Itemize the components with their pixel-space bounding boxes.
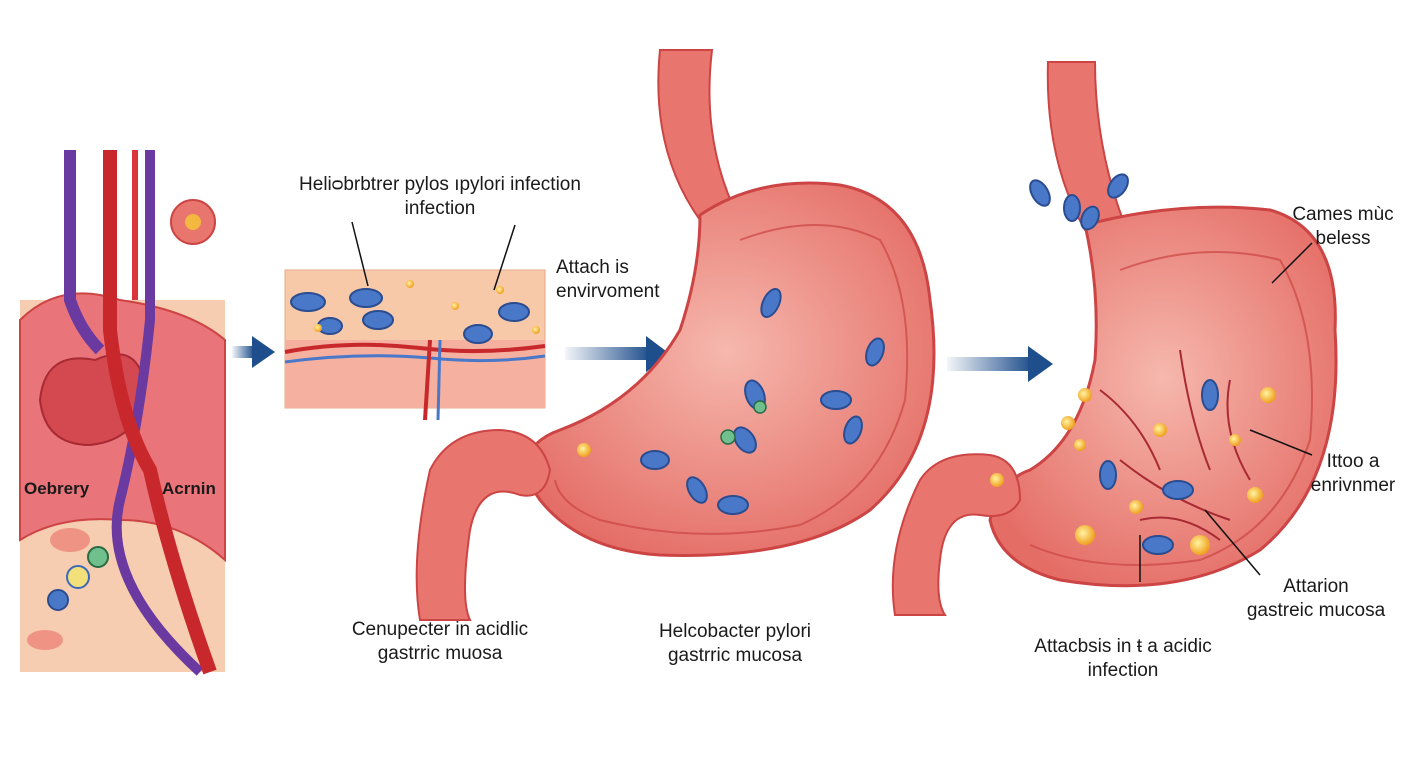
arrow-right-icon <box>947 346 1053 382</box>
bacterium-icon <box>760 287 782 319</box>
stomach-inner-lining <box>1029 251 1313 566</box>
inflammation-cell <box>1061 416 1075 430</box>
nutrient-dot <box>532 326 540 334</box>
bacterium-icon <box>1142 535 1174 555</box>
panel2-side-label: Attach is envirvoment <box>556 256 660 304</box>
panel3-caption-line1: Helcobacter pylori <box>658 621 812 642</box>
panel3-stomach <box>415 49 936 621</box>
bacterium-icon <box>865 337 885 367</box>
nutrient-dot <box>451 302 459 310</box>
purple-vessel <box>64 150 105 355</box>
bacterium-icon <box>498 302 530 322</box>
bacterium-icon <box>290 292 326 312</box>
bacterium-icon <box>1063 194 1081 222</box>
pointer-line <box>351 221 369 287</box>
panel2-title-line2: infection <box>404 198 476 219</box>
panel4-caption: Attacbsis in ŧ a acidic infection <box>1010 635 1236 683</box>
bacterium-icon <box>349 288 383 308</box>
bacterium-icon <box>843 415 863 445</box>
bacterium-icon <box>717 495 749 515</box>
red-vessel <box>103 150 217 675</box>
panel4-low-label: Attarion gastreic mucosa <box>1226 575 1406 623</box>
inflammation-cell <box>1075 525 1095 545</box>
panel4-mid-line1: Ittoo a <box>1326 451 1380 472</box>
bacterium-icon <box>753 400 767 414</box>
inflammation-cell <box>1074 439 1086 451</box>
blood-cell-icon <box>27 630 63 650</box>
pointer-line <box>1271 242 1313 284</box>
bacterium-icon <box>47 589 69 611</box>
pointer-line <box>1204 509 1261 576</box>
panel4-mid-line2: enrivnmer <box>1310 475 1396 496</box>
cell-nucleus <box>185 214 201 230</box>
stomach-inner-lining <box>554 224 909 535</box>
arrow-right-icon <box>565 336 670 372</box>
duodenum <box>415 428 552 621</box>
nutrient-dot <box>406 280 414 288</box>
bacterium-icon <box>463 324 493 344</box>
pointer-line <box>1249 429 1313 456</box>
stomach-body <box>518 181 936 557</box>
bacterium-icon <box>720 429 736 445</box>
red-vessel <box>423 339 432 421</box>
bacterium-icon <box>66 565 90 589</box>
panel4-low-line1: Attarion <box>1283 576 1349 597</box>
inflammation-cell <box>1247 487 1263 503</box>
bacterium-icon <box>686 476 708 504</box>
panel2-tissue-section <box>284 221 546 421</box>
panel4-mid-label: Ittoo a enrivnmer <box>1300 450 1406 498</box>
panel4-low-line2: gastreic mucosa <box>1246 600 1386 621</box>
inflammation-cell <box>1129 500 1143 514</box>
panel4-caption-line2: infection <box>1087 660 1159 681</box>
bacterium-icon <box>733 426 757 454</box>
panel1-label-left: Oebrery <box>24 479 90 498</box>
red-vessel <box>284 342 546 354</box>
purple-vessel <box>111 150 204 676</box>
panel2-title: Heliᴑbrbtrer pylos ıpylori infection inf… <box>240 173 640 221</box>
panel3-caption: Helcobacter pylori gastrric mucosa <box>630 620 840 668</box>
bacterium-icon <box>1201 379 1219 411</box>
bacterium-icon <box>362 310 394 330</box>
blood-cell-icon <box>50 528 90 552</box>
panel4-top-label: Cames mùc beless <box>1280 203 1406 251</box>
nutrient-dot <box>577 443 591 457</box>
panel2-title-line1: Heliᴑbrbtrer pylos ıpylori infection <box>299 174 581 195</box>
panel4-caption-line1: Attacbsis in ŧ a acidic <box>1034 636 1212 657</box>
bacterium-icon <box>1029 179 1051 207</box>
bacterium-icon <box>1162 480 1194 500</box>
bacterium-icon <box>317 317 343 335</box>
pointer-line <box>493 224 516 291</box>
panel4-top-line2: beless <box>1315 228 1371 249</box>
inflammation-cell <box>1078 388 1092 402</box>
panel1-label-right: Acrnin <box>162 479 216 498</box>
stomach-body <box>988 205 1338 588</box>
inflammation-cell <box>1229 434 1241 446</box>
panel2-side-line1: Attach is <box>556 257 629 278</box>
panel4-infected-stomach <box>891 61 1338 616</box>
inflammation-cell <box>1190 535 1210 555</box>
inflamed-vessels <box>1099 349 1251 541</box>
inflammation-cell <box>1260 387 1276 403</box>
nutrient-dot <box>314 324 322 332</box>
blue-vessel <box>436 339 442 421</box>
inflammation-cell <box>990 473 1004 487</box>
bacterium-icon <box>1099 460 1117 490</box>
panel2-caption-line1: Cenupecter in acidlic <box>351 619 529 640</box>
panel4-top-line1: Cames mùc <box>1292 204 1394 225</box>
bacterium-icon <box>1107 173 1129 199</box>
inflammation-cell <box>1153 423 1167 437</box>
bacterium-icon <box>640 450 670 470</box>
bacterium-icon <box>820 390 852 410</box>
duodenum <box>891 453 1022 616</box>
arrow-right-icon <box>232 336 275 368</box>
nutrient-dot <box>496 286 504 294</box>
panel1-vessel-illustration <box>19 150 226 676</box>
bacterium-icon <box>87 546 109 568</box>
panel2-caption: Cenupecter in acidlic gastrric muosa <box>320 618 560 666</box>
bacterium-icon <box>1080 205 1100 231</box>
panel2-caption-line2: gastrric muosa <box>377 643 503 664</box>
panel3-caption-line2: gastrric mucosa <box>667 645 803 666</box>
panel2-side-line2: envirvoment <box>556 281 660 302</box>
